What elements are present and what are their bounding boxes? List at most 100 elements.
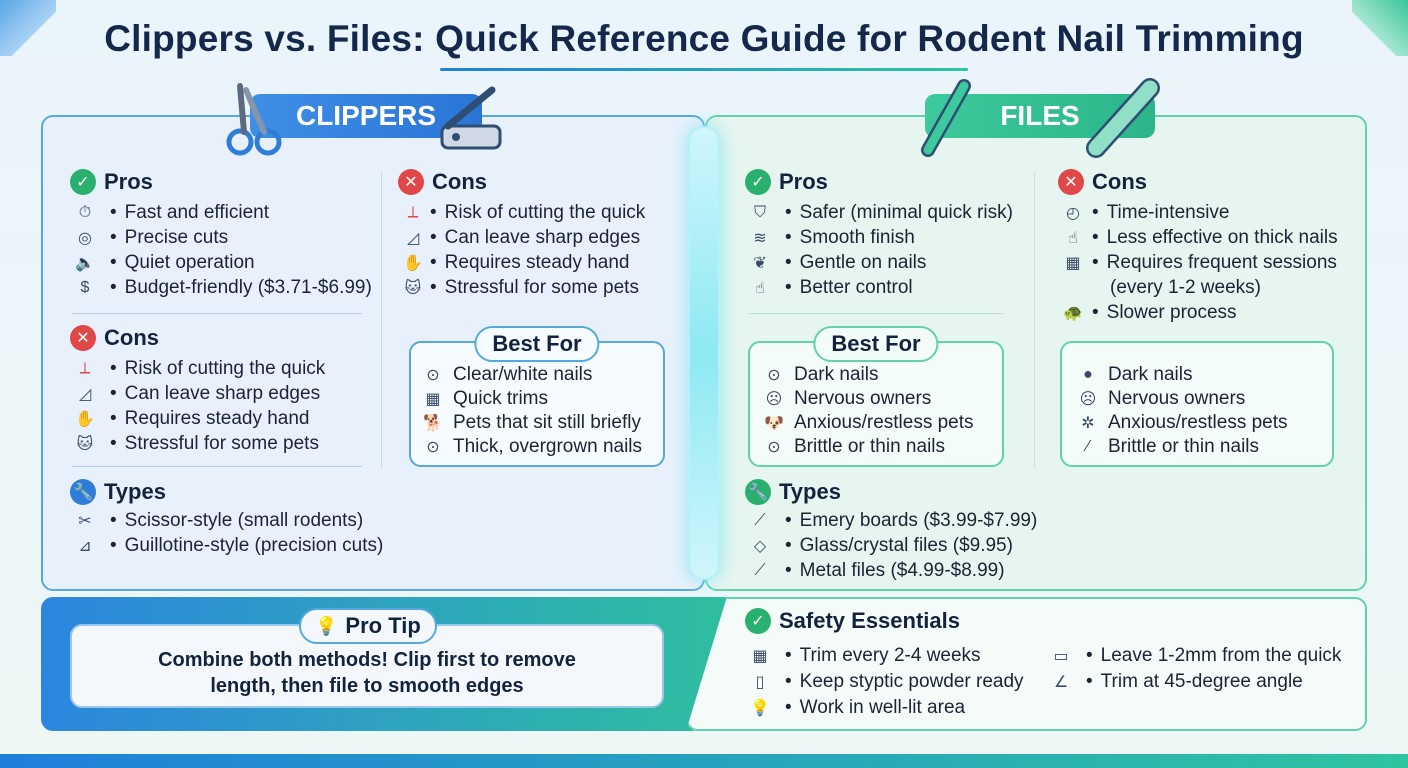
- clippers-types: 🔧Types ✂•Scissor-style (small rodents) ⊿…: [70, 478, 410, 558]
- clippers-types-heading: Types: [104, 479, 166, 504]
- clippers-cons-right: ✕Cons ⟂•Risk of cutting the quick ◿•Can …: [398, 168, 688, 300]
- list-item: ✋•Requires steady hand: [398, 250, 688, 275]
- list-item-text: Brittle or thin nails: [794, 436, 946, 457]
- list-item: 🐱•Stressful for some pets: [70, 431, 370, 456]
- list-item-text: Better control: [799, 276, 913, 298]
- list-item: ▭•Leave 1-2mm from the quick: [1046, 643, 1356, 669]
- column-divider: [1034, 172, 1035, 468]
- list-item: ◎•Precise cuts: [70, 225, 370, 250]
- list-item: 🔈•Quiet operation: [70, 250, 370, 275]
- files-types: 🔧Types ⟋•Emery boards ($3.99-$7.99) ◇•Gl…: [745, 478, 1065, 583]
- list-item-text: Trim at 45-degree angle: [1100, 671, 1303, 692]
- page-title: Clippers vs. Files: Quick Reference Guid…: [104, 18, 1304, 59]
- list-item-text: Fast and efficient: [124, 201, 270, 223]
- check-icon: ✓: [70, 169, 96, 195]
- scissors-icon: ✂: [78, 512, 92, 530]
- list-item: ⟂•Risk of cutting the quick: [70, 356, 370, 381]
- title-underline: [440, 68, 968, 71]
- list-item: 🐢•Slower process: [1058, 300, 1358, 325]
- list-item-text: Slower process: [1106, 301, 1237, 323]
- list-item: ☹Nervous owners: [762, 387, 974, 411]
- guillotine-icon: ⊿: [78, 537, 92, 555]
- list-item-text: Requires steady hand: [124, 407, 310, 429]
- emery-board-icon: ⟋: [754, 511, 766, 529]
- list-item-text: Emery boards ($3.99-$7.99): [799, 509, 1038, 531]
- list-item-text: Brittle or thin nails: [1108, 436, 1260, 457]
- list-item-text: Clear/white nails: [453, 364, 593, 385]
- hand-icon: ✋: [403, 254, 423, 272]
- files-best-for-label: Best For: [813, 326, 939, 362]
- list-item: ❦•Gentle on nails: [745, 250, 1035, 275]
- list-item-text: Dark nails: [1108, 364, 1193, 385]
- files-best-for: Best For ⊙Dark nails ☹Nervous owners 🐶An…: [748, 326, 1004, 467]
- list-item-text: Gentle on nails: [799, 251, 927, 273]
- safety-essentials: ✓Safety Essentials ▦•Trim every 2-4 week…: [745, 607, 1045, 721]
- lightbulb-icon: 💡: [315, 615, 338, 636]
- safety-panel: [686, 597, 1367, 731]
- list-item: 🐶Anxious/restless pets: [762, 411, 974, 435]
- money-bag-icon: $: [80, 278, 90, 296]
- list-item-text: Stressful for some pets: [444, 276, 639, 298]
- layers-icon: ≋: [753, 229, 767, 247]
- list-item: ◴•Time-intensive: [1058, 200, 1358, 225]
- list-item-text: Thick, overgrown nails: [453, 436, 643, 457]
- speaker-icon: 🔈: [75, 254, 95, 272]
- scissors-icon: [226, 83, 282, 156]
- list-item-text: Budget-friendly ($3.71-$6.99): [124, 276, 372, 298]
- calendar-icon: ▦: [425, 391, 441, 408]
- list-item-text: Pets that sit still briefly: [453, 412, 641, 433]
- list-item: 🐕 Pets that sit still briefly: [421, 411, 642, 435]
- list-item: ●Dark nails: [1076, 363, 1288, 387]
- list-item-text: Glass/crystal files ($9.95): [799, 534, 1013, 556]
- list-item-text: Anxious/restless pets: [794, 412, 974, 433]
- restless-icon: ✲: [1081, 415, 1095, 432]
- list-item: ⟋•Metal files ($4.99-$8.99): [745, 558, 1065, 583]
- stopwatch-icon: ⏱: [78, 203, 92, 221]
- pro-tip-text-line1: Combine both methods! Clip first to remo…: [158, 649, 576, 671]
- list-item-text: Smooth finish: [799, 226, 915, 248]
- clippers-pros: ✓Pros ⏱•Fast and efficient ◎•Precise cut…: [70, 168, 372, 300]
- list-item-text: Less effective on thick nails: [1106, 226, 1338, 248]
- list-item: ⟋•Emery boards ($3.99-$7.99): [745, 508, 1065, 533]
- nervous-face-icon: ☹: [765, 391, 783, 408]
- list-item-text: Precise cuts: [124, 226, 229, 248]
- list-item-text: Quick trims: [453, 388, 548, 409]
- safety-essentials-right: ▭•Leave 1-2mm from the quick ∠•Trim at 4…: [1046, 643, 1356, 695]
- divider: [748, 313, 1004, 314]
- ruler-icon: ▭: [1053, 648, 1069, 665]
- check-circle-icon: ⊙: [426, 439, 440, 456]
- list-item-text: Stressful for some pets: [124, 432, 319, 454]
- metal-file-icon: ⟋: [754, 561, 766, 579]
- clippers-pros-heading: Pros: [104, 169, 153, 194]
- list-item-text: Requires steady hand: [444, 251, 630, 273]
- list-item: ⊿•Guillotine-style (precision cuts): [70, 533, 410, 558]
- pet-sitting-icon: 🐕: [423, 415, 443, 432]
- files-types-heading: Types: [779, 479, 841, 504]
- clippers-banner-label: CLIPPERS: [295, 100, 437, 131]
- list-item-text: Metal files ($4.99-$8.99): [799, 559, 1005, 581]
- list-item-text: Work in well-lit area: [799, 697, 966, 718]
- powder-bottle-icon: ▯: [755, 674, 765, 691]
- list-item-text: Trim every 2-4 weeks: [799, 645, 981, 666]
- column-divider: [381, 172, 382, 468]
- calendar-icon: ▦: [752, 648, 768, 665]
- list-item: ◿•Can leave sharp edges: [398, 225, 688, 250]
- pro-tip-label: 💡 Pro Tip: [299, 608, 437, 644]
- list-item-text: Leave 1-2mm from the quick: [1100, 645, 1342, 666]
- list-item-text: Risk of cutting the quick: [444, 201, 646, 223]
- list-item: ☝•Better control: [745, 275, 1035, 300]
- pro-tip-text-line2: length, then file to smooth edges: [210, 675, 524, 697]
- list-item: ◇•Glass/crystal files ($9.95): [745, 533, 1065, 558]
- check-circle-icon: ⊙: [767, 367, 781, 384]
- quick-cut-icon: ⟂: [79, 359, 91, 377]
- files-banner-label: FILES: [1000, 100, 1080, 131]
- list-item: ▦•Requires frequent sessions: [1058, 250, 1358, 275]
- list-item-text: Requires frequent sessions: [1106, 251, 1337, 273]
- pet-face-icon: 🐱: [76, 435, 94, 453]
- list-item-text: Quiet operation: [124, 251, 255, 273]
- calendar-icon: ▦: [1065, 254, 1081, 272]
- pet-face-icon: 🐱: [404, 279, 422, 297]
- list-item: ▦•Trim every 2-4 weeks: [745, 643, 1045, 669]
- center-divider: [688, 126, 720, 580]
- list-item: ⊙Dark nails: [762, 363, 974, 387]
